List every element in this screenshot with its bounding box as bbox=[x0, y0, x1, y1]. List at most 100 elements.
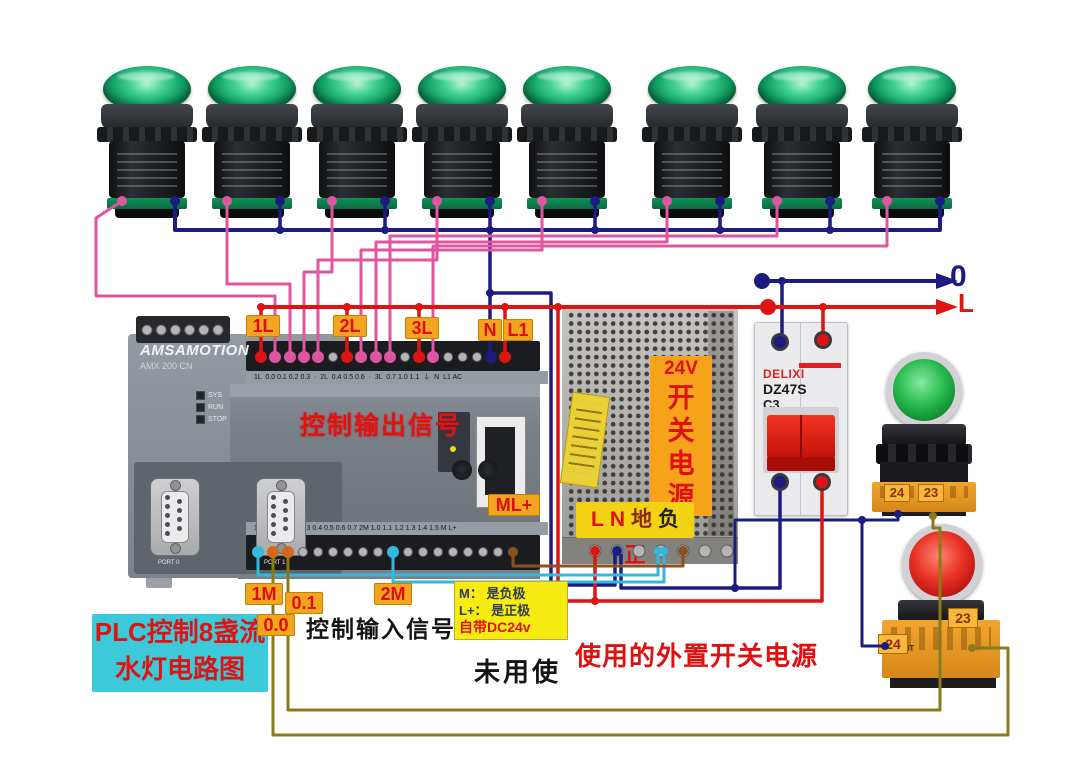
db9-pin bbox=[177, 517, 182, 522]
button-foot bbox=[882, 512, 966, 516]
red-button-cap[interactable] bbox=[902, 524, 982, 604]
breaker-handle-lip bbox=[767, 457, 835, 471]
plc-led-run: RUN bbox=[196, 399, 223, 413]
light-lring bbox=[872, 198, 952, 209]
light-lring bbox=[422, 198, 502, 209]
wire-label-0.0: 0.0 bbox=[257, 614, 295, 636]
light-neck bbox=[646, 104, 738, 130]
light-nut bbox=[642, 127, 742, 142]
indicator-light-1 bbox=[95, 66, 199, 218]
light-lring bbox=[527, 198, 607, 209]
plc-port1-connector bbox=[256, 478, 306, 556]
light-lbase bbox=[770, 209, 834, 218]
live-arrow-label: L bbox=[958, 288, 974, 318]
note-line1: M： 是负极 bbox=[459, 586, 526, 601]
terminal-dot bbox=[591, 226, 599, 234]
light-neck bbox=[866, 104, 958, 130]
button-foot bbox=[890, 678, 996, 688]
terminal-dot bbox=[731, 584, 739, 592]
terminal-dot bbox=[826, 226, 834, 234]
light-lbase bbox=[535, 209, 599, 218]
light-neck bbox=[206, 104, 298, 130]
psu-legend-char: 地 bbox=[631, 508, 652, 531]
light-neck bbox=[756, 104, 848, 130]
terminal-dot bbox=[486, 289, 494, 297]
indicator-light-4 bbox=[410, 66, 514, 218]
plc-status-led bbox=[450, 446, 456, 452]
db9-pin bbox=[283, 508, 288, 513]
terminal-dot bbox=[343, 303, 351, 311]
port0-label: PORT 0 bbox=[158, 560, 180, 566]
wire-label-3L: 3L bbox=[405, 317, 439, 339]
unused-caption: 未用使 bbox=[474, 657, 562, 687]
light-lring bbox=[107, 198, 187, 209]
plc-output-terminal-labels: 1L 0.0 0.1 0.2 0.3 · 2L 0.4 0.5 0.6 · 3L… bbox=[246, 371, 548, 384]
psu-label-line: 电 bbox=[667, 449, 695, 479]
wire-label-1M: 1M bbox=[245, 583, 283, 605]
polarity-note: M： 是负极 L+： 是正极 自带DC24v bbox=[454, 581, 568, 640]
light-lring bbox=[762, 198, 842, 209]
plc-led-stop: STOP bbox=[196, 411, 227, 425]
light-lbase bbox=[430, 209, 494, 218]
light-neck bbox=[101, 104, 193, 130]
light-lbody bbox=[764, 141, 840, 198]
psu-legend-char: 负 bbox=[658, 508, 679, 531]
psu-legend-char: L bbox=[591, 508, 604, 531]
wire-label-ML+: ML+ bbox=[488, 494, 540, 516]
wire-label-0.1: 0.1 bbox=[285, 592, 323, 614]
green-button-cap[interactable] bbox=[886, 352, 962, 428]
light-lbody bbox=[654, 141, 730, 198]
terminal-dot bbox=[276, 226, 284, 234]
db9-pin bbox=[271, 495, 276, 500]
terminal-dot bbox=[415, 303, 423, 311]
light-nut bbox=[517, 127, 617, 142]
terminal-23-label: 23 bbox=[918, 484, 944, 502]
db9-pin bbox=[177, 526, 182, 531]
wire-label-N: N bbox=[478, 319, 502, 341]
psu-label-line: 开 bbox=[667, 383, 695, 413]
terminal-dot bbox=[760, 299, 776, 315]
terminal-dot bbox=[778, 277, 786, 285]
plc-brand: AMSAMOTION bbox=[140, 342, 250, 359]
green-push-button[interactable]: 24 23 bbox=[858, 350, 990, 516]
db9-screw bbox=[170, 543, 181, 554]
light-lring bbox=[652, 198, 732, 209]
breaker-brand: DELIXI bbox=[763, 367, 805, 381]
db9-pin bbox=[271, 522, 276, 527]
plc-aux-terminal-block bbox=[136, 316, 230, 343]
plc-led-sys: SYS bbox=[196, 387, 222, 401]
light-nut bbox=[307, 127, 407, 142]
led-icon bbox=[196, 415, 205, 425]
plc-output-terminal-strip bbox=[246, 341, 540, 371]
led-icon bbox=[196, 391, 205, 401]
external-psu-caption: 使用的外置开关电源 bbox=[575, 641, 819, 671]
light-nut bbox=[97, 127, 197, 142]
note-line3: 自带DC24v bbox=[459, 619, 531, 635]
light-nut bbox=[752, 127, 852, 142]
output-signal-caption: 控制输出信号 bbox=[300, 412, 463, 440]
plc-port0-connector bbox=[150, 478, 200, 556]
red-push-button[interactable]: CHNT 23 24 bbox=[874, 524, 1008, 694]
terminal-dot bbox=[819, 303, 827, 311]
psu-legend-char: N bbox=[609, 508, 625, 531]
light-lbody bbox=[874, 141, 950, 198]
breaker-handle[interactable] bbox=[767, 415, 835, 459]
light-lbody bbox=[319, 141, 395, 198]
indicator-light-2 bbox=[200, 66, 304, 218]
terminal-dot bbox=[858, 516, 866, 524]
terminal-dot bbox=[591, 597, 599, 605]
plc-body-top-band bbox=[230, 384, 540, 397]
wire-label-2M: 2M bbox=[374, 583, 412, 605]
note-line2: L+： 是正极 bbox=[459, 603, 531, 618]
wire-pink bbox=[302, 201, 334, 352]
terminal-dot bbox=[754, 273, 770, 289]
db9-screw bbox=[276, 480, 287, 491]
light-lring bbox=[212, 198, 292, 209]
terminal-dot bbox=[716, 226, 724, 234]
db9-pin bbox=[177, 508, 182, 513]
indicator-light-6 bbox=[640, 66, 744, 218]
light-nut bbox=[862, 127, 962, 142]
db9-pin bbox=[177, 499, 182, 504]
